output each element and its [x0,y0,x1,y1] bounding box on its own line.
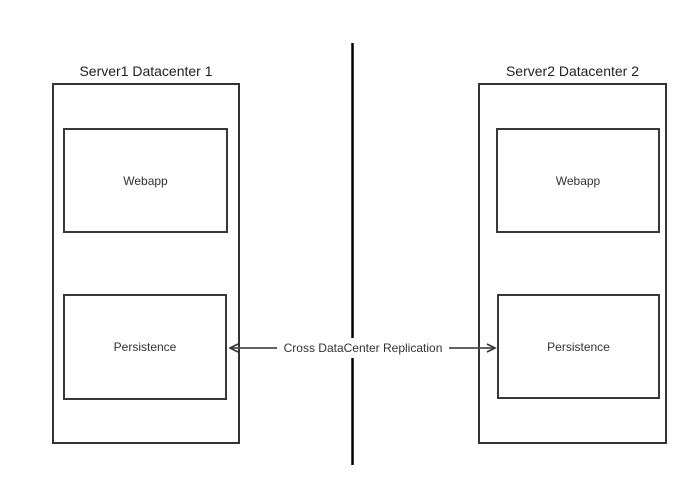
persistence-label-right: Persistence [547,339,610,354]
server2-datacenter2-title: Server2 Datacenter 2 [505,63,640,79]
persistence-box-left: Persistence [63,294,227,400]
persistence-box-right: Persistence [497,294,660,399]
webapp-label-left: Webapp [123,173,168,188]
persistence-label-left: Persistence [113,340,177,354]
server1-datacenter1-title: Server1 Datacenter 1 [79,63,213,79]
webapp-label-right: Webapp [555,173,601,188]
webapp-box-right: Webapp [496,128,660,233]
replication-arrow-label: Cross DataCenter Replication [277,338,449,358]
webapp-box-left: Webapp [63,128,228,233]
